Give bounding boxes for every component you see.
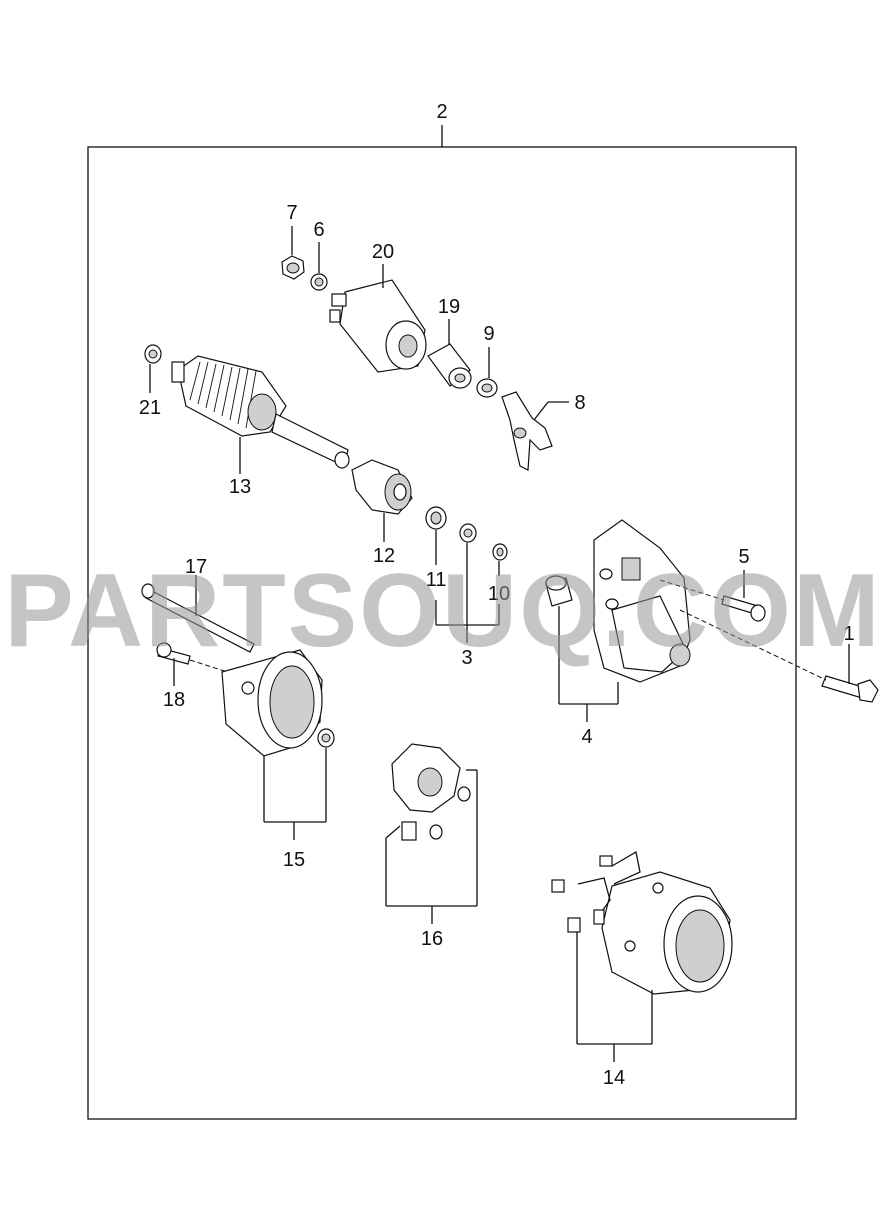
part-4-front-housing[interactable] xyxy=(593,519,691,683)
callout-18: 18 xyxy=(163,689,185,711)
part-13-armature[interactable] xyxy=(171,355,350,469)
part-20-solenoid[interactable] xyxy=(329,279,427,373)
part-19-plunger[interactable] xyxy=(427,343,472,389)
callout-10: 10 xyxy=(488,583,510,605)
callout-4: 4 xyxy=(581,726,592,748)
callout-14: 14 xyxy=(603,1067,625,1089)
callout-13: 13 xyxy=(229,476,251,498)
callout-12: 12 xyxy=(373,545,395,567)
callout-1: 1 xyxy=(843,623,854,645)
callout-21: 21 xyxy=(139,397,161,419)
part-12-pinion[interactable] xyxy=(351,459,413,515)
callout-8: 8 xyxy=(574,392,585,414)
part-6-washer[interactable] xyxy=(310,273,328,291)
callout-2: 2 xyxy=(436,101,447,123)
part-16-brush-holder[interactable] xyxy=(391,743,471,841)
callout-20: 20 xyxy=(372,241,394,263)
part-8-drive-lever[interactable] xyxy=(501,391,553,471)
callout-17: 17 xyxy=(185,556,207,578)
part-14-yoke[interactable] xyxy=(551,850,733,995)
callout-6: 6 xyxy=(313,219,324,241)
part-9-spring[interactable] xyxy=(476,378,498,398)
callout-3: 3 xyxy=(461,647,472,669)
callout-5: 5 xyxy=(738,546,749,568)
part-11-ring[interactable] xyxy=(425,506,447,530)
part-10-ring[interactable] xyxy=(492,543,508,561)
part-15-rear-cover[interactable] xyxy=(221,649,323,757)
callout-16: 16 xyxy=(421,928,443,950)
part-3-collar[interactable] xyxy=(459,523,477,543)
callout-11: 11 xyxy=(426,569,447,591)
part-7-nut[interactable] xyxy=(281,255,305,280)
part-21-washer[interactable] xyxy=(144,344,162,364)
callout-15: 15 xyxy=(283,849,305,871)
part-15-washer[interactable] xyxy=(317,728,335,748)
callout-19: 19 xyxy=(438,296,460,318)
part-17-through-bolt[interactable] xyxy=(141,583,255,653)
callout-9: 9 xyxy=(483,323,494,345)
part-5-bolt[interactable] xyxy=(721,595,766,622)
part-1-bolt[interactable] xyxy=(821,675,879,703)
part-4-bushing[interactable] xyxy=(545,575,573,607)
callout-7: 7 xyxy=(286,202,297,224)
part-18-screw[interactable] xyxy=(156,642,191,665)
